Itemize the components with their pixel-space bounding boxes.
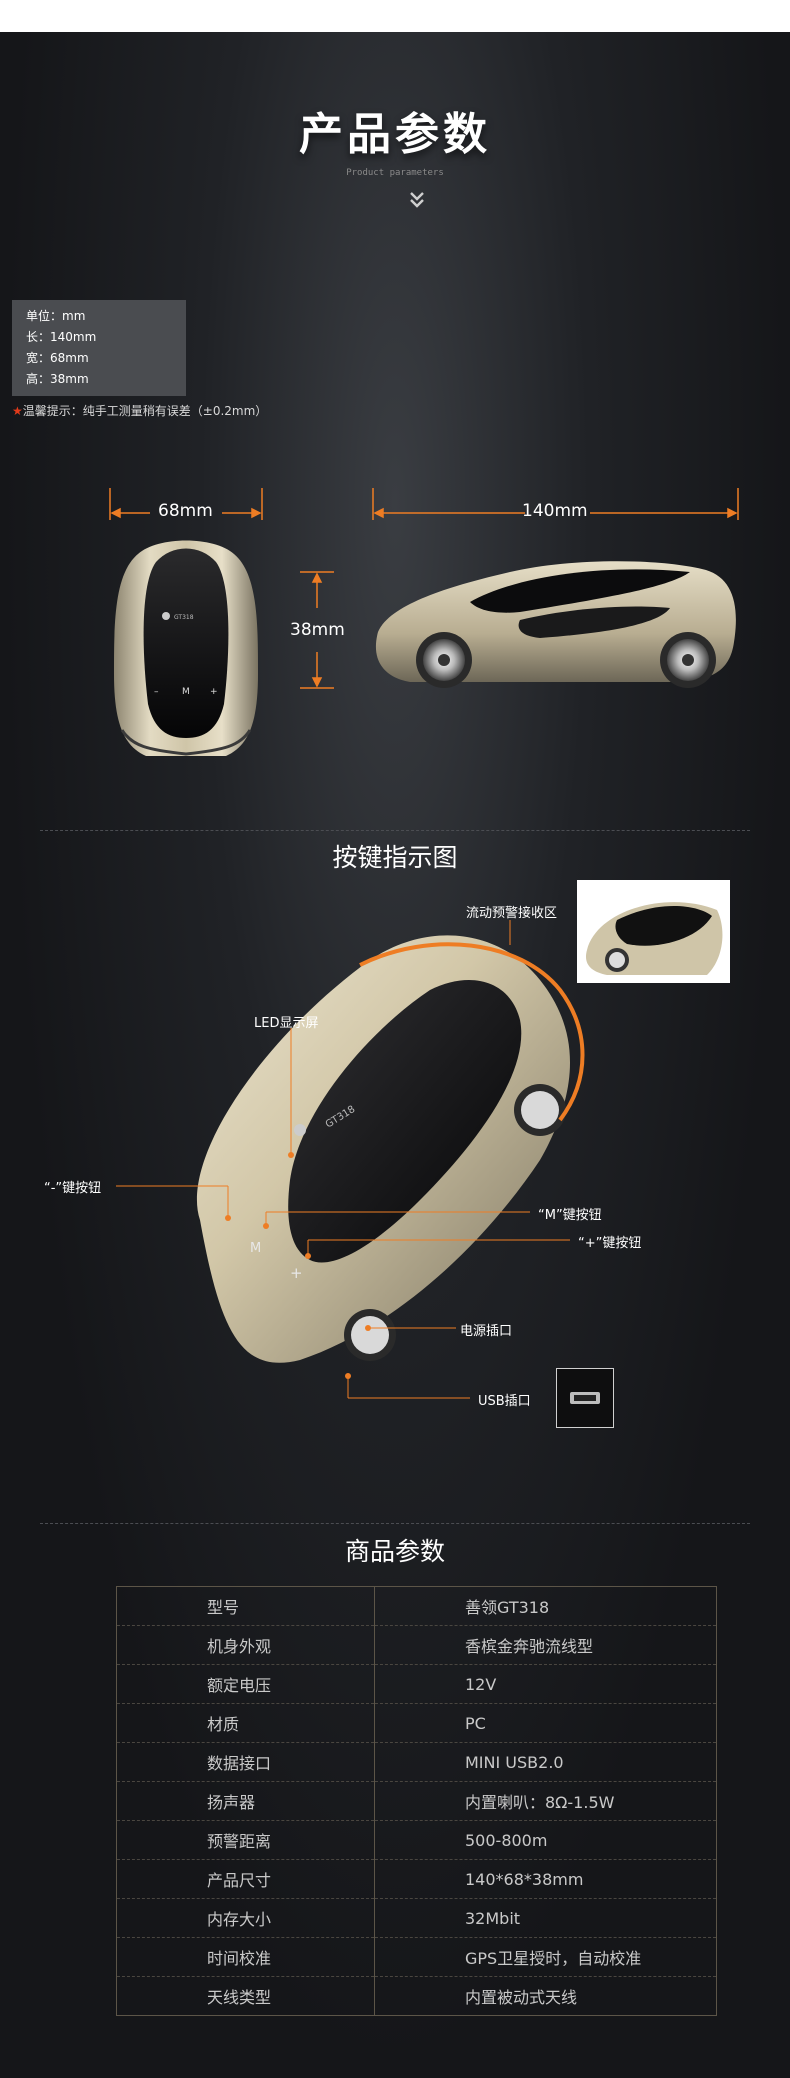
svg-text:GT318: GT318: [174, 614, 194, 621]
param-value: 内置被动式天线: [465, 1988, 578, 2007]
param-value: 32Mbit: [374, 1898, 717, 1938]
dimension-lines: [109, 488, 739, 689]
param-value: 善领GT318: [374, 1586, 717, 1626]
param-value: 内置喇叭：8Ω-1.5W: [374, 1781, 717, 1821]
callout-sensor: 流动预警接收区: [466, 906, 558, 921]
sensor-closeup-image: [577, 880, 730, 983]
callout-usb: USB插口: [478, 1394, 531, 1409]
table-row: 机身外观香槟金奔驰流线型: [116, 1625, 717, 1665]
section-divider: [40, 830, 750, 831]
page-subtitle: Product parameters: [346, 168, 444, 178]
page-title: 产品参数: [299, 109, 491, 160]
callout-m: “M”键按钮: [538, 1208, 602, 1223]
table-row: 型号善领GT318: [116, 1586, 717, 1626]
table-row: 天线类型 内置被动式天线: [116, 1976, 717, 2016]
car-side-view-image: [375, 561, 736, 688]
param-key: 预警距离: [116, 1820, 375, 1860]
param-key: 天线类型: [116, 1976, 375, 2016]
measurement-tip: ★温馨提示：纯手工测量稍有误差（±0.2mm）: [12, 402, 267, 419]
callout-plus: “+”键按钮: [578, 1236, 642, 1251]
car-buttons-image: GT318 M +: [196, 935, 571, 1363]
param-value: 香槟金奔驰流线型: [374, 1625, 717, 1665]
param-key: 内存大小: [116, 1898, 375, 1938]
unit-line: 单位：mm: [26, 309, 86, 323]
param-key: 材质: [116, 1703, 375, 1743]
buttons-section-title: 按键指示图: [332, 843, 458, 872]
param-value: MINI USB2.0: [374, 1742, 717, 1782]
tip-text: 温馨提示：纯手工测量稍有误差（±0.2mm）: [22, 404, 268, 418]
callout-power: 电源插口: [460, 1324, 513, 1339]
param-key: 时间校准: [116, 1937, 375, 1977]
params-section-title: 商品参数: [344, 1537, 445, 1566]
param-value: 140*68*38mm: [374, 1859, 717, 1899]
param-key: 额定电压: [116, 1664, 375, 1704]
chevron-down-icon: [410, 192, 424, 208]
height-label: 38mm: [290, 620, 345, 640]
length-label: 140mm: [522, 501, 588, 521]
usb-port-closeup-image: [556, 1368, 614, 1428]
width-label: 68mm: [158, 501, 213, 521]
param-key: 机身外观: [116, 1625, 375, 1665]
length-line: 长：140mm: [26, 330, 97, 344]
table-row: 扬声器内置喇叭：8Ω-1.5W: [116, 1781, 717, 1821]
callout-minus: “-”键按钮: [44, 1181, 102, 1196]
param-key: 数据接口: [116, 1742, 375, 1782]
callout-led: LED显示屏: [254, 1016, 319, 1031]
car-top-view-image: GT318 – M +: [114, 540, 258, 756]
svg-text:M: M: [250, 1241, 261, 1256]
width-line: 宽：68mm: [26, 351, 89, 365]
param-key: 型号: [116, 1586, 375, 1626]
param-value: GPS卫星授时，自动校准: [374, 1937, 717, 1977]
param-value: 12V: [374, 1664, 717, 1704]
svg-text:+: +: [290, 1264, 303, 1282]
star-icon: ★: [12, 404, 23, 418]
param-key: 产品尺寸: [116, 1859, 375, 1899]
param-value: 500-800m: [374, 1820, 717, 1860]
svg-text:–: –: [154, 687, 159, 697]
svg-text:+: +: [210, 687, 218, 697]
param-value: PC: [374, 1703, 717, 1743]
svg-text:M: M: [182, 687, 190, 697]
param-key: 扬声器: [116, 1781, 375, 1821]
unit-info-box: 单位：mm 长：140mm 宽：68mm 高：38mm: [12, 300, 186, 396]
section-divider-2: [40, 1523, 750, 1524]
height-line: 高：38mm: [26, 372, 89, 386]
